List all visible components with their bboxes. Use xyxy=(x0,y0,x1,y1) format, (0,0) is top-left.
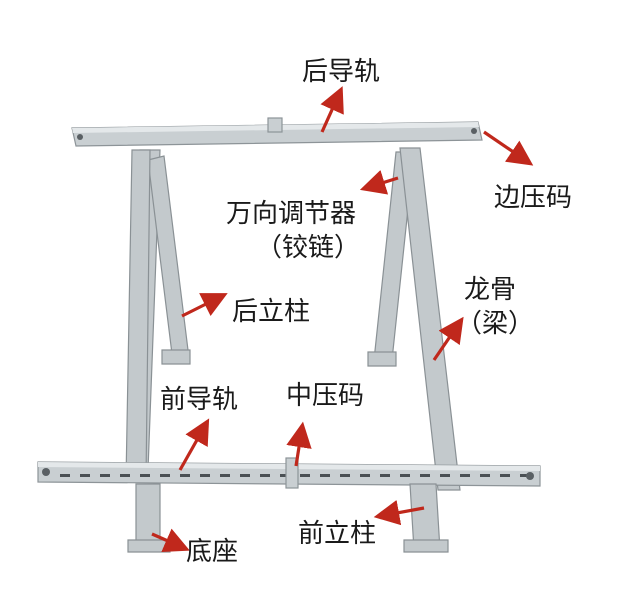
label-base: 底座 xyxy=(186,537,239,567)
rail-slot xyxy=(80,474,90,477)
rail-slot xyxy=(120,474,130,477)
rail-slot xyxy=(100,474,110,477)
rail-slot xyxy=(60,474,70,477)
arrow-keel xyxy=(432,316,464,361)
keel-beam-right xyxy=(399,147,461,491)
rail-slot xyxy=(420,474,430,477)
base-left xyxy=(127,539,171,553)
arrow-edge-clamp xyxy=(483,130,534,166)
label-rear-post: 后立柱 xyxy=(232,297,311,327)
rail-slot xyxy=(480,474,490,477)
rail-slot xyxy=(240,474,250,477)
label-front-post: 前立柱 xyxy=(298,519,377,549)
base-right xyxy=(403,539,449,553)
keel-beam-left xyxy=(125,149,151,481)
arrow-front-post xyxy=(373,499,425,526)
label-mid-clamp: 中压码 xyxy=(286,381,365,411)
rail-slot xyxy=(140,474,150,477)
rail-slot xyxy=(160,474,170,477)
rear-base-left xyxy=(161,349,191,365)
arrow-rear-rail xyxy=(320,86,344,133)
label-beam: （梁） xyxy=(456,309,535,339)
rail-slot xyxy=(340,474,350,477)
label-universal-adjuster: 万向调节器 xyxy=(226,199,357,229)
rail-slot xyxy=(440,474,450,477)
label-hinge: （铰链） xyxy=(256,233,361,263)
front-rail xyxy=(37,457,541,489)
rail-slot xyxy=(520,474,530,477)
rail-slot xyxy=(380,474,390,477)
arrow-mid-clamp xyxy=(286,421,312,467)
arrow-base xyxy=(151,528,190,553)
rail-slot xyxy=(360,474,370,477)
label-keel: 龙骨 xyxy=(464,275,517,305)
rail-slot xyxy=(280,474,290,477)
rail-slot xyxy=(320,474,330,477)
rail-slot xyxy=(260,474,270,477)
rail-slot xyxy=(460,474,470,477)
arrow-rear-post xyxy=(181,293,228,318)
rail-slot xyxy=(220,474,230,477)
rail-slot xyxy=(200,474,210,477)
rear-rail xyxy=(71,117,483,147)
arrow-front-rail xyxy=(178,418,210,471)
label-edge-clamp: 边压码 xyxy=(494,183,573,213)
rail-slot xyxy=(500,474,510,477)
label-front-rail: 前导轨 xyxy=(160,385,239,415)
arrow-adjuster xyxy=(359,170,399,195)
rail-slot xyxy=(400,474,410,477)
rail-slot xyxy=(180,474,190,477)
label-rear-rail: 后导轨 xyxy=(302,57,381,87)
rear-base-right xyxy=(367,351,397,367)
rail-slot xyxy=(300,474,310,477)
